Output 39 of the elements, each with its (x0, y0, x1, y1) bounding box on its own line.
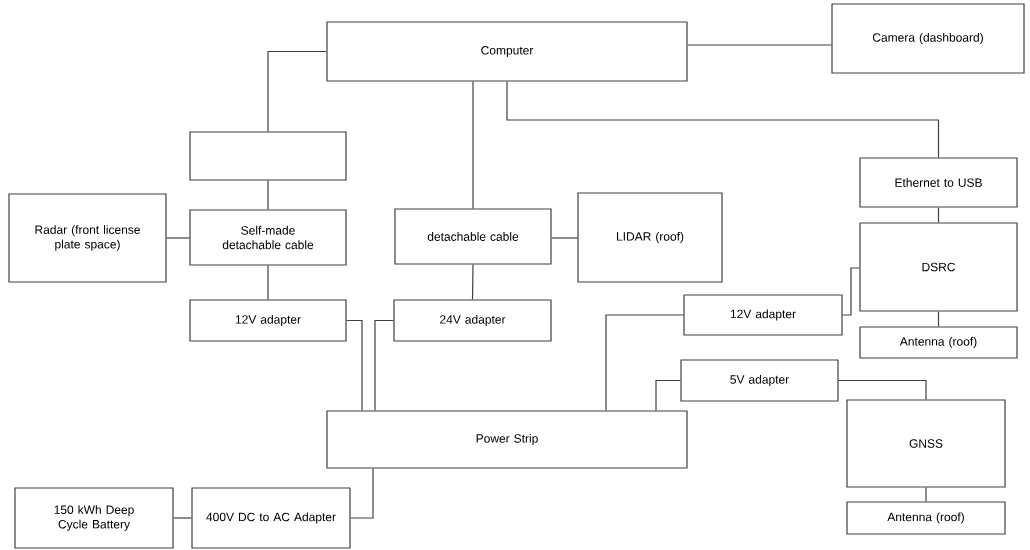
component-box: DSRC (859, 222, 1018, 312)
empty-box (189, 131, 347, 181)
connector-line (937, 207, 940, 223)
component-box: Antenna (roof) (859, 326, 1018, 359)
connector-line (842, 267, 860, 316)
component-box: LIDAR (roof) (577, 192, 723, 283)
connector-line (551, 237, 578, 239)
component-box: 400V DC to AC Adapter (191, 487, 351, 549)
component-box: 24V adapter (393, 299, 552, 342)
component-box: detachable cable (394, 208, 552, 265)
component-box: Radar (front license plate space) (8, 193, 167, 283)
component-box: 150 kWh Deep Cycle Battery (14, 487, 174, 549)
connector-line (166, 237, 190, 239)
component-box: Camera (dashboard) (831, 3, 1025, 74)
component-box: Ethernet to USB (859, 157, 1018, 208)
connector-line (472, 81, 474, 209)
component-box: 5V adapter (680, 359, 839, 402)
connector-line (173, 517, 192, 519)
connector-line (937, 311, 940, 327)
component-box: Power Strip (326, 410, 688, 469)
connector-line (267, 265, 269, 300)
connector-line (374, 319, 394, 411)
connector-line (687, 44, 832, 46)
connector-line (605, 314, 684, 411)
connector-line (471, 264, 474, 300)
component-box: 12V adapter (683, 294, 843, 336)
component-box: Antenna (roof) (846, 501, 1006, 535)
connector-line (838, 379, 927, 400)
connector-line (925, 487, 927, 502)
component-box: Self-made detachable cable (189, 209, 347, 266)
connector-line (655, 379, 681, 411)
component-box: 12V adapter (189, 299, 347, 342)
component-box: GNSS (846, 399, 1006, 488)
component-box: Computer (326, 21, 688, 82)
connector-line (350, 468, 374, 519)
connector-line (267, 180, 269, 210)
connector-line (267, 50, 327, 132)
connector-line (506, 81, 940, 158)
connector-line (346, 319, 363, 411)
